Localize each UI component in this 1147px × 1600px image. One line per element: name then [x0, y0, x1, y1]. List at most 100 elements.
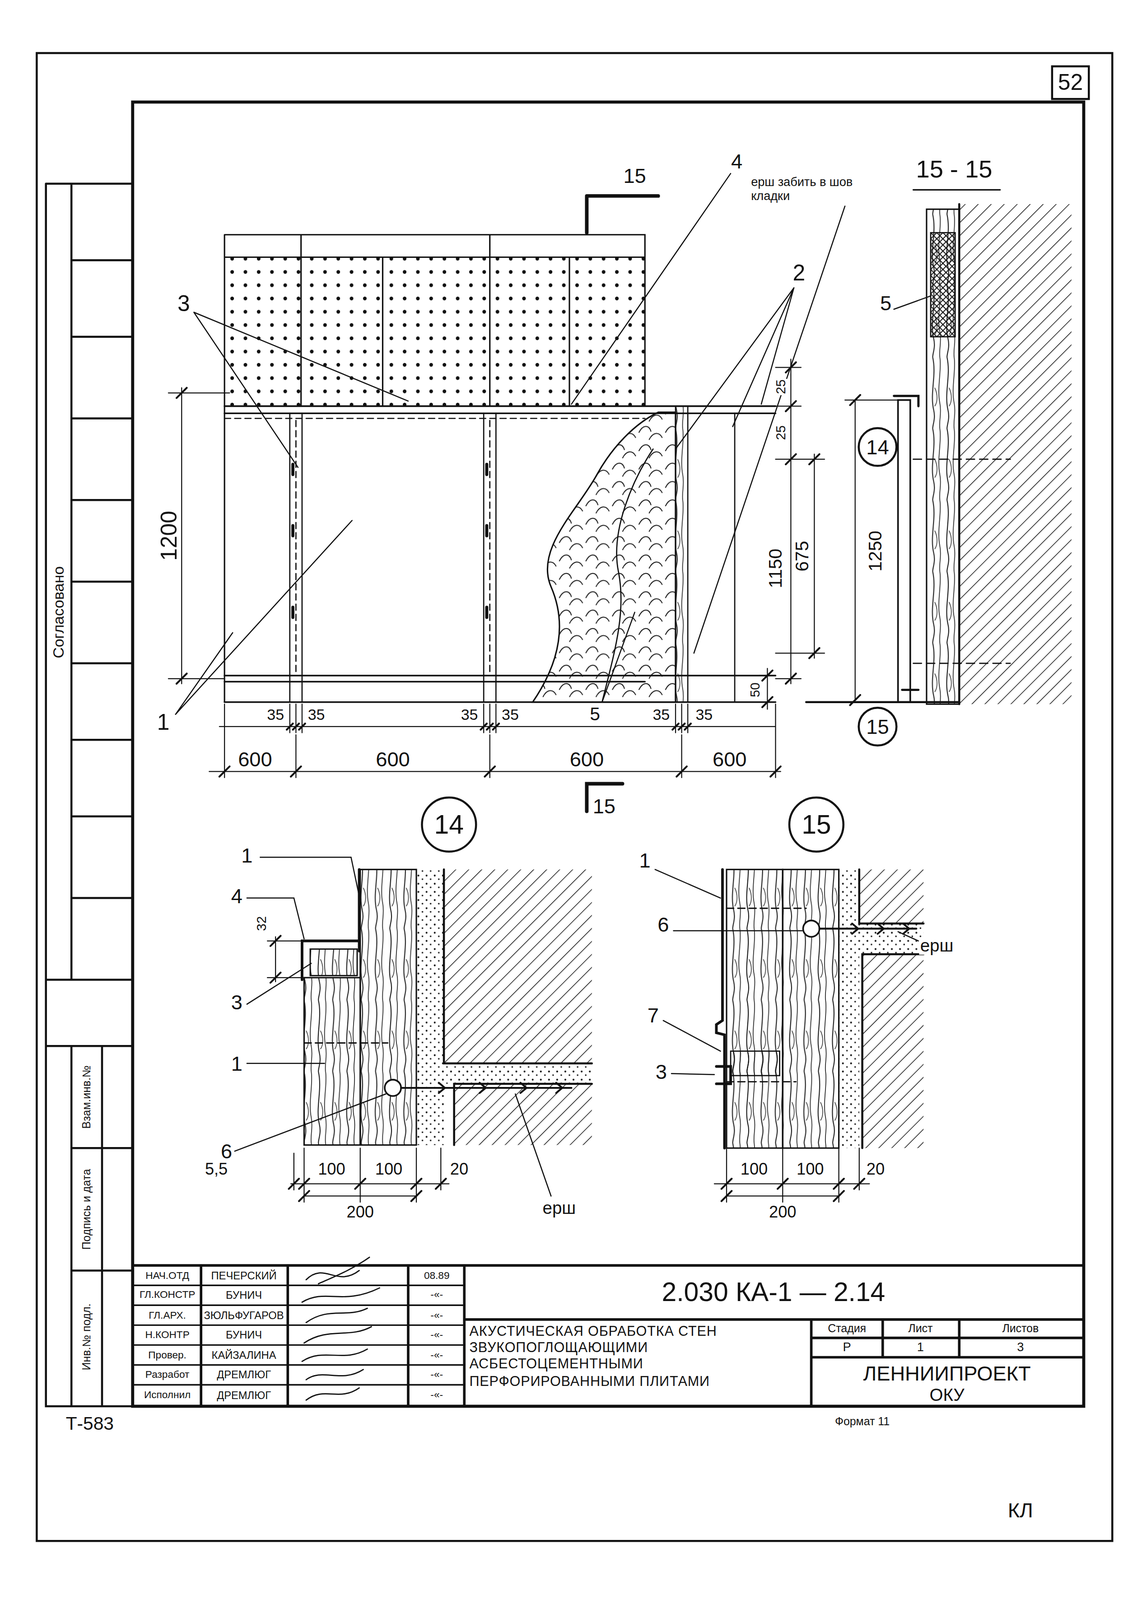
dimension-text: 35 — [694, 706, 714, 723]
callout-number: 1 — [240, 844, 254, 866]
section-mark: 15 — [591, 796, 617, 817]
callout-number: 3 — [176, 293, 192, 316]
dimension-text: 200 — [345, 1204, 375, 1221]
dimension-text: 600 — [237, 749, 274, 770]
callout-circle-outline — [858, 428, 897, 467]
dimension-text: 20 — [865, 1161, 886, 1178]
dimension-text: 5,5 — [204, 1161, 229, 1178]
format-note: Формат 11 — [834, 1415, 891, 1427]
table-cell: Н.КОНТР — [144, 1329, 191, 1341]
callout-number: 5 — [588, 705, 602, 724]
table-cell: Стадия — [826, 1323, 868, 1335]
view-callout: 14 — [857, 426, 898, 468]
dimension-text: 200 — [768, 1204, 798, 1221]
dimension-text: 100 — [739, 1161, 770, 1178]
callout-number: 7 — [646, 1005, 660, 1026]
table-cell: ДРЕМЛЮГ — [215, 1369, 272, 1381]
dimension-text: 35 — [306, 706, 326, 723]
table-cell: ЗЮЛЬФУГАРОВ — [202, 1309, 285, 1321]
dimension-text: 600 — [568, 749, 605, 770]
drawing-code: 2.030 КА-1 — 2.14 — [660, 1278, 886, 1306]
node-text: 14 — [866, 436, 889, 457]
dimension-text: 1150 — [766, 547, 785, 590]
view-callout: 15 — [857, 706, 898, 747]
callout-number: 4 — [730, 150, 744, 172]
detail-callout: 14 — [420, 796, 478, 854]
dimension-text: 1250 — [866, 529, 886, 573]
dimension-text: 675 — [792, 539, 812, 573]
table-cell: -«- — [429, 1369, 444, 1381]
dimension-text: 35 — [651, 706, 671, 723]
section-mark: 15 — [622, 165, 648, 186]
note: ерш — [541, 1199, 577, 1217]
table-cell: БУНИЧ — [224, 1329, 264, 1341]
node-text: 52 — [1058, 71, 1083, 94]
callout-number: 3 — [654, 1061, 669, 1082]
dimension-text: 600 — [374, 749, 411, 770]
table-cell: Р — [841, 1340, 853, 1353]
table-cell: КАЙЗАЛИНА — [210, 1349, 278, 1361]
callout-number: 6 — [219, 1140, 234, 1161]
table-cell: БУНИЧ — [224, 1289, 264, 1301]
table-cell: НАЧ.ОТД — [144, 1270, 191, 1281]
callout-number: 2 — [791, 262, 807, 285]
dimension-text: 100 — [374, 1161, 404, 1178]
dimension-text: 25 — [773, 378, 788, 396]
dimension-text: 32 — [254, 914, 268, 932]
node-text: 14 — [434, 811, 464, 839]
table-cell: ГЛ.АРХ. — [147, 1310, 187, 1321]
table-cell: -«- — [429, 1329, 444, 1341]
table-cell: -«- — [429, 1389, 444, 1400]
organization-name: ЛЕННИИПРОЕКТ — [862, 1363, 1032, 1384]
node-text: 15 — [801, 811, 831, 839]
dimension-text: 35 — [459, 706, 479, 723]
sheet-number: 52 — [1051, 65, 1091, 101]
dimension-text: 20 — [449, 1161, 470, 1178]
archive-number: Т-583 — [64, 1414, 115, 1433]
dimension-text: 100 — [317, 1161, 347, 1178]
detail-callout: 15 — [787, 796, 846, 854]
stamp-text: Подпись и дата — [81, 1167, 93, 1251]
initials: КЛ — [1007, 1500, 1035, 1521]
table-cell: Разработ — [144, 1369, 191, 1381]
dimension-text: 50 — [748, 681, 762, 699]
callout-number: 1 — [155, 711, 171, 734]
dimension-text: 35 — [265, 706, 285, 723]
dimension-text: 600 — [711, 749, 748, 770]
table-cell: -«- — [429, 1310, 444, 1321]
table-cell: ДРЕМЛЮГ — [215, 1389, 272, 1401]
callout-circle-outline — [858, 707, 897, 746]
table-cell: 08.89 — [423, 1270, 451, 1281]
table-cell: -«- — [429, 1290, 444, 1301]
stamp-text: Инв.№ подл. — [81, 1302, 93, 1371]
organization-name: ОКУ — [928, 1386, 966, 1404]
callout-circle-outline — [421, 797, 476, 852]
callout-number: 6 — [656, 914, 671, 935]
note: ерш — [918, 937, 955, 955]
table-cell: Исполнил — [143, 1389, 192, 1400]
table-cell: 3 — [1016, 1340, 1026, 1353]
table-cell: Листов — [1001, 1323, 1040, 1335]
table-cell: ПЕЧЕРСКИЙ — [209, 1269, 278, 1281]
node-text: 15 — [866, 716, 889, 737]
dimension-text: 25 — [773, 424, 788, 442]
dimension-text: 1200 — [158, 509, 181, 562]
stamp-text: Взам.инв.№ — [81, 1064, 93, 1130]
callout-number: 1 — [638, 849, 652, 871]
drawing-title: АКУСТИЧЕСКАЯ ОБРАБОТКА СТЕН ЗВУКОПОГЛОЩА… — [469, 1323, 807, 1390]
callout-circle-outline — [789, 797, 844, 852]
table-cell: Провер. — [147, 1349, 188, 1361]
table-cell: Лист — [907, 1323, 934, 1335]
table-cell: 1 — [916, 1340, 926, 1353]
stamp-text: Согласовано — [50, 565, 66, 660]
note: ерш забить в шов кладки — [750, 175, 873, 204]
dimension-text: 35 — [500, 706, 520, 723]
callout-number: 4 — [229, 885, 244, 906]
callout-number: 1 — [229, 1053, 244, 1074]
table-cell: ГЛ.КОНСТР — [138, 1290, 197, 1301]
table-cell: -«- — [429, 1349, 444, 1361]
section-title: 15 - 15 — [914, 157, 994, 182]
callout-number: 5 — [879, 293, 893, 314]
callout-number: 3 — [229, 992, 244, 1013]
dimension-text: 100 — [795, 1161, 826, 1178]
